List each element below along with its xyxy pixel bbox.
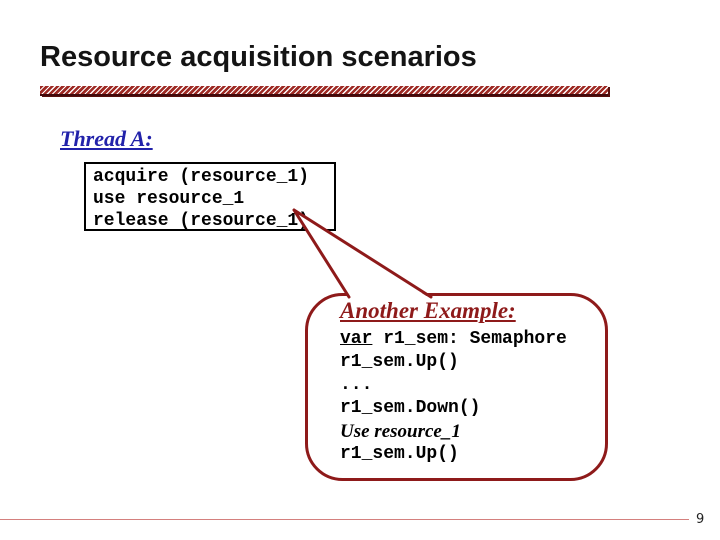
thread-a-code-box: acquire (resource_1) use resource_1 rele…	[84, 162, 336, 231]
code-line-up-2: r1_sem.Up()	[340, 444, 459, 464]
code-line-use-resource: Use resource_1	[340, 421, 461, 442]
code-line-var-decl: var r1_sem: Semaphore	[340, 328, 600, 351]
code-line-use: use resource_1	[93, 189, 245, 209]
callout-tail-outline	[292, 208, 433, 299]
code-line-release: release (resource_1)	[93, 211, 310, 231]
page-number: 9	[696, 512, 705, 527]
thread-a-label: Thread A:	[60, 126, 153, 151]
code-line-down: r1_sem.Down()	[340, 398, 481, 418]
code-line-ellipsis: ...	[340, 375, 373, 395]
var-decl-rest: r1_sem: Semaphore	[372, 329, 567, 349]
slide-title: Resource acquisition scenarios	[40, 41, 477, 73]
keyword-var: var	[340, 329, 373, 349]
callout-code-block: var r1_sem: Semaphore r1_sem.Up() ... r1…	[340, 328, 600, 466]
code-line-up-1: r1_sem.Up()	[340, 352, 459, 372]
code-line-acquire: acquire (resource_1)	[93, 167, 310, 187]
callout-content: Another Example: var r1_sem: Semaphore r…	[340, 297, 600, 466]
callout-heading: Another Example:	[340, 298, 516, 323]
footer-rule	[0, 519, 689, 520]
callout-bubble-body	[305, 293, 608, 481]
title-rule-decoration	[40, 86, 608, 96]
